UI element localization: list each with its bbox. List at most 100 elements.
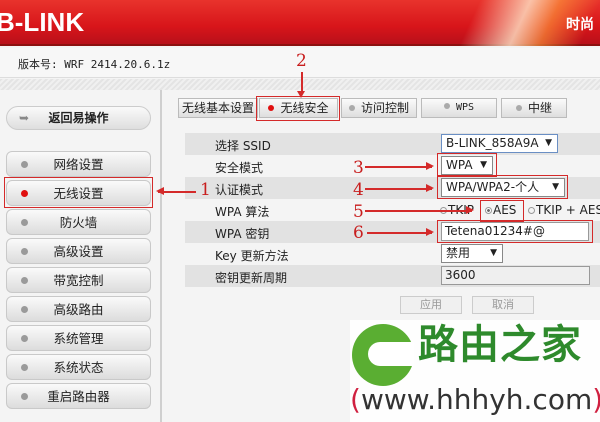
watermark-logo-icon xyxy=(352,324,414,386)
radio-checked-icon xyxy=(485,207,492,214)
radio-icon xyxy=(528,207,535,214)
sidebar-item-label: 系统状态 xyxy=(53,360,104,375)
period-label: 密钥更新周期 xyxy=(215,271,288,285)
dot-icon xyxy=(21,161,28,168)
radio-label: AES xyxy=(493,203,517,217)
sidebar-item-label: 无线设置 xyxy=(53,186,104,201)
annotation-arrow-2 xyxy=(301,72,303,94)
annotation-arrow-5 xyxy=(365,207,474,213)
auth-label: 认证模式 xyxy=(215,183,264,197)
dot-icon xyxy=(348,105,355,111)
annotation-arrow-4 xyxy=(365,185,434,191)
header-banner: B-LINK 时尚 xyxy=(0,0,600,46)
dot-icon xyxy=(21,364,28,371)
annotation-box-5 xyxy=(480,200,524,222)
annotation-box-1 xyxy=(4,177,153,208)
annotation-number-3: 3 xyxy=(353,158,364,178)
auth-value: WPA/WPA2-个人 xyxy=(446,180,540,194)
ssid-label: 选择 SSID xyxy=(215,139,271,153)
apply-button[interactable]: 应用 xyxy=(400,296,462,314)
slogan: 时尚 xyxy=(566,17,594,33)
ssid-value: B-LINK_858A9A xyxy=(446,136,539,150)
sidebar-item-network[interactable]: 网络设置 xyxy=(6,151,151,177)
back-to-easy-button[interactable]: ➥ 返回易操作 xyxy=(6,106,151,130)
key-label: WPA 密钥 xyxy=(215,227,270,241)
annotation-box-4 xyxy=(437,175,568,199)
tab-repeater[interactable]: 中继 xyxy=(501,98,567,118)
renew-label: Key 更新方法 xyxy=(215,249,289,263)
wpa-key-input[interactable]: Tetena01234#@ xyxy=(441,222,589,241)
sidebar-item-label: 高级路由 xyxy=(53,302,104,317)
tab-access-control[interactable]: 访问控制 xyxy=(341,98,417,118)
annotation-number-5: 5 xyxy=(353,202,364,222)
row-security-mode: 安全模式 xyxy=(185,155,600,177)
tab-label: 访问控制 xyxy=(360,101,409,115)
renew-value: 禁用 xyxy=(446,246,471,260)
sidebar-item-firewall[interactable]: 防火墙 xyxy=(6,209,151,235)
dot-icon xyxy=(21,248,28,255)
dropdown-arrow-icon: ▼ xyxy=(552,182,559,192)
sidebar-item-label: 带宽控制 xyxy=(53,273,104,288)
tab-wireless-security[interactable]: 无线安全 xyxy=(259,98,338,118)
annotation-arrow-3 xyxy=(365,163,434,169)
annotation-arrow-1 xyxy=(156,188,196,194)
sidebar-item-reboot[interactable]: 重启路由器 xyxy=(6,383,151,409)
tab-label: 中继 xyxy=(527,101,552,115)
cancel-button[interactable]: 取消 xyxy=(472,296,534,314)
sidebar-item-label: 防火墙 xyxy=(59,215,98,230)
annotation-number-4: 4 xyxy=(353,180,364,200)
sidebar-item-wireless[interactable]: 无线设置 xyxy=(6,180,151,206)
radio-tkip-aes[interactable]: TKIP + AES xyxy=(528,203,600,217)
auth-mode-select[interactable]: WPA/WPA2-个人 ▼ xyxy=(441,178,565,197)
algo-label: WPA 算法 xyxy=(215,205,270,219)
paren: ( xyxy=(350,383,361,416)
dropdown-arrow-icon: ▼ xyxy=(490,248,497,258)
back-label: 返回易操作 xyxy=(48,111,109,125)
mode-label: 安全模式 xyxy=(215,161,264,175)
back-arrow-icon: ➥ xyxy=(19,111,30,125)
row-wpa-algo: WPA 算法 xyxy=(185,199,600,221)
sidebar-item-label: 重启路由器 xyxy=(47,389,110,404)
divider-stripe xyxy=(0,79,600,90)
sidebar-item-advanced[interactable]: 高级设置 xyxy=(6,238,151,264)
tab-label: 无线安全 xyxy=(280,101,329,115)
sidebar-item-label: 系统管理 xyxy=(53,331,104,346)
key-renew-select[interactable]: 禁用 ▼ xyxy=(441,244,503,263)
radio-aes[interactable]: AES xyxy=(485,203,516,217)
version-bar: 版本号: WRF 2414.20.6.1z xyxy=(0,48,600,78)
paren: ) xyxy=(592,383,600,416)
annotation-number-2: 2 xyxy=(296,51,307,71)
sidebar-item-bandwidth[interactable]: 带宽控制 xyxy=(6,267,151,293)
radio-label: TKIP + AES xyxy=(536,203,600,217)
url-text: www.hhhyh.com xyxy=(360,383,593,416)
annotation-box-3 xyxy=(437,153,497,177)
dot-icon xyxy=(21,219,28,226)
renew-period-input[interactable]: 3600 xyxy=(441,266,590,285)
tab-wps[interactable]: WPS xyxy=(421,98,497,118)
dot-icon xyxy=(21,306,28,313)
dropdown-arrow-icon: ▼ xyxy=(480,160,487,170)
mode-value: WPA xyxy=(446,158,473,172)
annotation-number-6: 6 xyxy=(353,223,364,243)
annotation-box-6 xyxy=(437,220,593,243)
header-swoosh xyxy=(420,0,600,46)
sidebar-item-routing[interactable]: 高级路由 xyxy=(6,296,151,322)
watermark-url: (www.hhhyh.com) xyxy=(350,383,600,417)
annotation-number-1: 1 xyxy=(200,180,211,200)
dot-icon xyxy=(21,335,28,342)
sidebar-item-system-mgmt[interactable]: 系统管理 xyxy=(6,325,151,351)
arrowhead-icon xyxy=(297,91,305,98)
tab-label: WPS xyxy=(455,102,475,113)
dot-icon xyxy=(268,105,275,111)
dot-icon xyxy=(21,277,28,284)
dot-icon xyxy=(515,105,522,111)
tab-wireless-basic[interactable]: 无线基本设置 xyxy=(178,98,258,118)
ssid-select[interactable]: B-LINK_858A9A▼ xyxy=(441,134,558,153)
security-mode-select[interactable]: WPA ▼ xyxy=(441,156,493,175)
dot-icon xyxy=(21,190,28,197)
dot-icon xyxy=(21,393,28,400)
annotation-box-2 xyxy=(256,96,340,121)
sidebar-item-system-status[interactable]: 系统状态 xyxy=(6,354,151,380)
sidebar: ➥ 返回易操作 网络设置 无线设置 防火墙 高级设置 带宽控制 高级路由 系统管理… xyxy=(0,90,162,422)
watermark-title: 路由之家 xyxy=(418,321,582,368)
